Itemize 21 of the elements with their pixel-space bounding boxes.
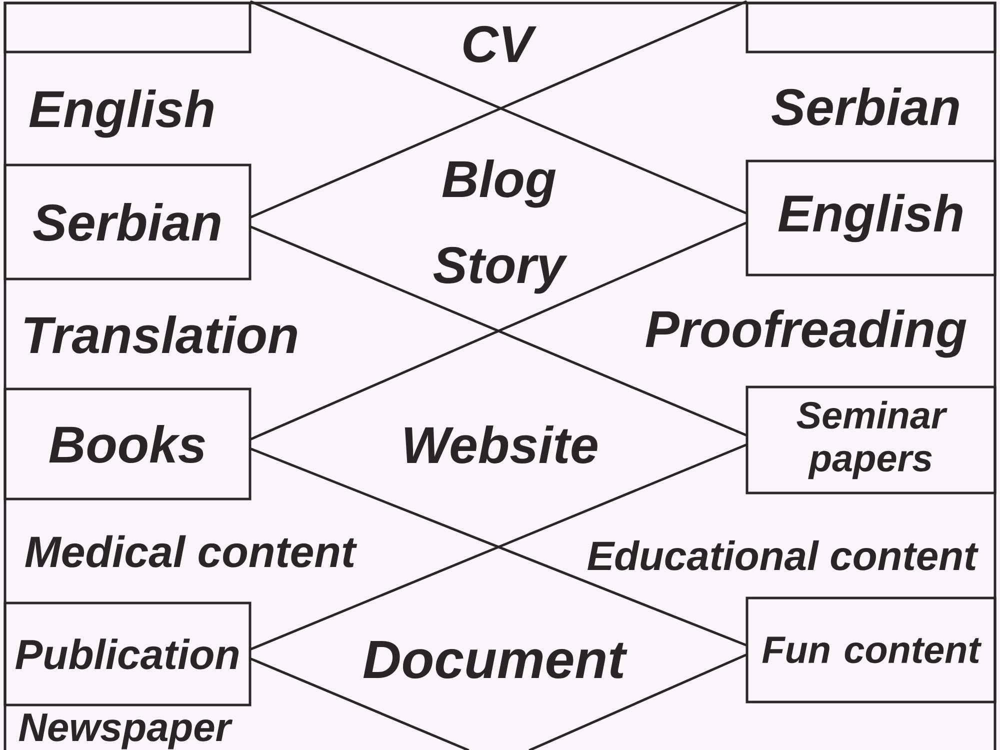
box bbox=[746, 2, 996, 54]
text-label: Translation bbox=[24, 315, 297, 354]
text-label: CV bbox=[464, 26, 537, 62]
connector-line bbox=[528, 654, 747, 750]
text-label: Website bbox=[404, 425, 598, 464]
text-label: Educational content bbox=[588, 540, 979, 570]
text-box: English bbox=[746, 160, 996, 276]
text-label: Medical content bbox=[25, 535, 358, 568]
text-label: Story bbox=[433, 246, 568, 294]
connector-line bbox=[250, 658, 470, 750]
text-label: Blog bbox=[442, 159, 556, 208]
text-label: Proofreading bbox=[646, 309, 966, 358]
text-box: Seminar papers bbox=[746, 386, 996, 494]
text-box: Fun content bbox=[746, 596, 996, 704]
box bbox=[4, 2, 252, 54]
text-label: Serbian bbox=[772, 87, 959, 126]
text-box: Books bbox=[4, 388, 252, 500]
text-box: Publication bbox=[4, 602, 252, 706]
text-label: Document bbox=[363, 640, 628, 679]
text-box: Serbian bbox=[4, 164, 252, 280]
text-label: English bbox=[29, 89, 214, 138]
